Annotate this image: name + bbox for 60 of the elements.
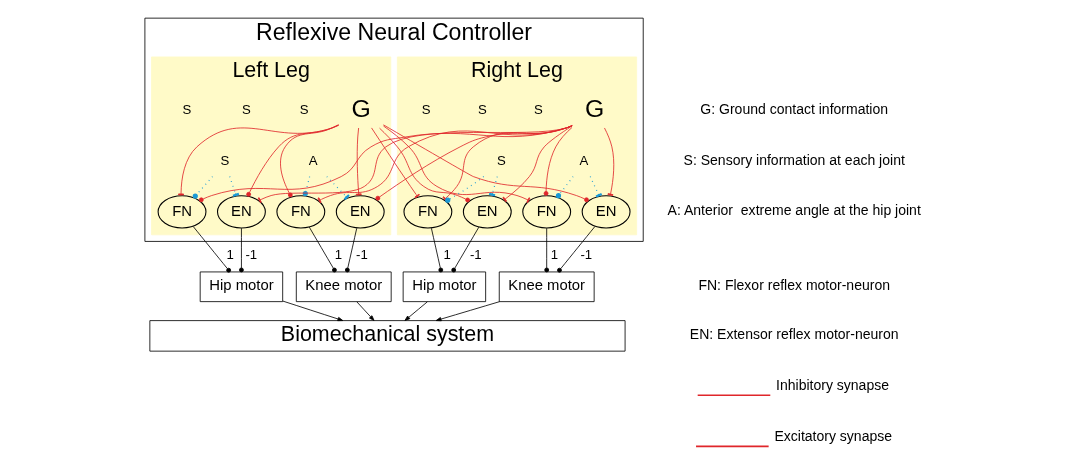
node-box: Knee motor xyxy=(498,271,595,303)
node-box: Biomechanical system xyxy=(148,320,625,352)
connector xyxy=(370,127,420,199)
label: A: Anterior extreme angle at the hip joint xyxy=(667,202,921,219)
arrow xyxy=(355,301,374,321)
connector xyxy=(192,226,231,273)
connector xyxy=(430,227,443,273)
connector xyxy=(192,175,213,199)
connector xyxy=(325,175,350,201)
connector xyxy=(444,175,484,203)
connector xyxy=(238,227,244,273)
edge-label: 1 xyxy=(443,246,451,262)
connector xyxy=(556,226,595,273)
connector xyxy=(501,125,573,203)
label: S xyxy=(182,102,191,118)
label: S xyxy=(299,102,309,118)
node-box: Hip motor xyxy=(402,271,486,303)
edge-label: -1 xyxy=(355,246,368,262)
node-text: A xyxy=(578,152,588,168)
node-text: G xyxy=(350,95,371,123)
connector xyxy=(603,127,614,196)
connector xyxy=(555,175,574,199)
node-text: S xyxy=(220,152,229,168)
node-text: A xyxy=(308,152,318,168)
node-text: G xyxy=(584,95,604,123)
label: S xyxy=(421,102,431,118)
edge-label: -1 xyxy=(579,246,592,262)
connector xyxy=(442,125,573,202)
legend-label: Excitatory synapse xyxy=(773,428,892,445)
node-box: Knee motor xyxy=(295,271,392,303)
arrow xyxy=(435,301,500,322)
label: G: Ground contact information xyxy=(699,101,888,118)
connector xyxy=(355,127,362,196)
connector xyxy=(382,125,530,203)
edge-label: -1 xyxy=(469,246,482,262)
connector xyxy=(378,127,470,203)
connector xyxy=(543,227,549,273)
arrow xyxy=(404,301,428,321)
label: EN: Extensor reflex motor-neuron xyxy=(689,326,899,343)
edge-label: 1 xyxy=(550,246,558,262)
legend-label: Inhibitory synapse xyxy=(775,377,889,393)
edge-label: 1 xyxy=(334,246,342,262)
connector xyxy=(308,226,337,273)
connector xyxy=(198,125,572,203)
connector xyxy=(344,227,357,273)
edge-label: 1 xyxy=(226,246,234,262)
label: S xyxy=(241,102,251,118)
node-box: Hip motor xyxy=(199,271,283,303)
arrow xyxy=(281,300,343,322)
label: S xyxy=(533,102,543,118)
connector xyxy=(589,175,602,198)
connector xyxy=(257,125,572,203)
connector xyxy=(543,127,572,196)
connector xyxy=(450,226,479,273)
label: S xyxy=(477,102,487,118)
node-text: S xyxy=(496,152,506,168)
label: FN: Flexor reflex motor-neuron xyxy=(697,277,890,294)
edge-label: -1 xyxy=(244,246,257,262)
label: S: Sensory information at each joint xyxy=(683,152,905,169)
connector xyxy=(317,125,573,204)
